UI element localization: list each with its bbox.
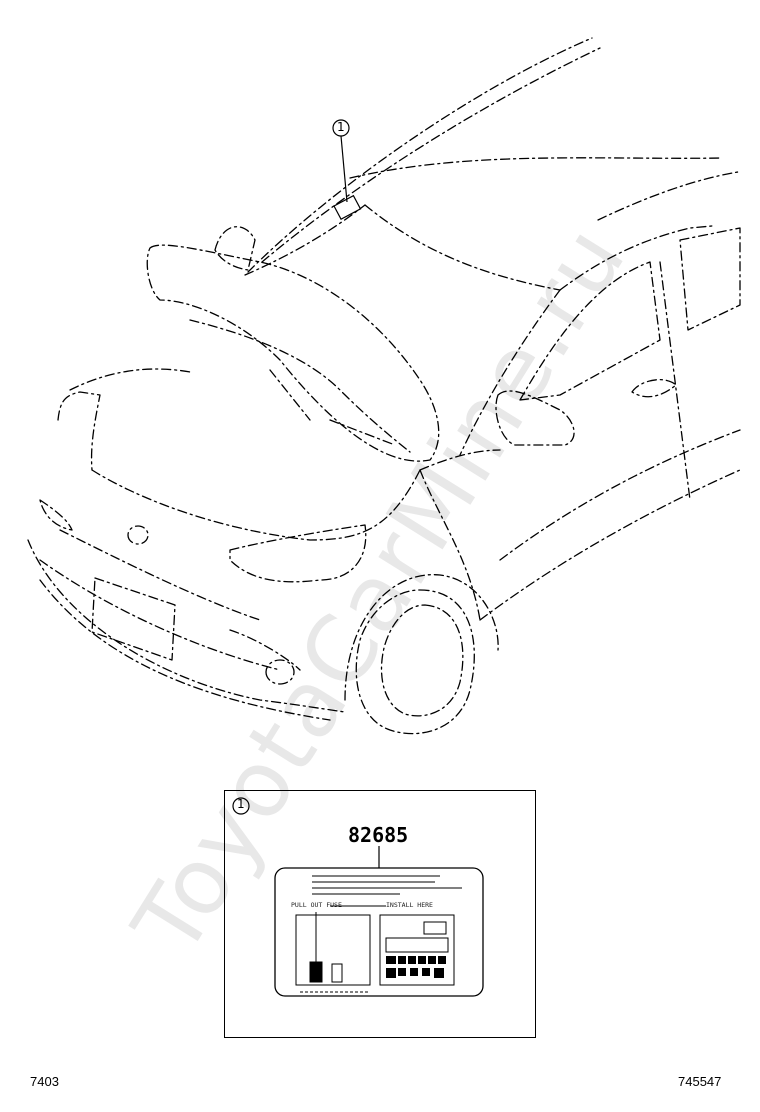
roof-side-line — [349, 157, 723, 179]
front-upper — [91, 469, 421, 541]
door-handle — [631, 379, 677, 398]
hood-strut-2 — [329, 419, 396, 446]
callout-inset-circle — [232, 797, 250, 815]
windshield-upper-edge — [364, 204, 561, 291]
rear-window — [679, 227, 741, 331]
hood-panel — [146, 244, 440, 462]
footer-left-code: 7403 — [30, 1074, 59, 1089]
label-left-panel — [295, 914, 371, 986]
fuse-label-illustration — [274, 867, 484, 997]
wheel-arch — [344, 574, 499, 701]
emblem — [127, 525, 149, 545]
lower-vent — [229, 629, 301, 671]
roof-line-outer — [247, 37, 593, 273]
windshield-label-marker — [333, 194, 362, 221]
detail-inset-box — [224, 790, 536, 1038]
front-bumper — [27, 539, 346, 713]
door-line — [659, 261, 691, 501]
grille-upper — [59, 529, 261, 621]
roof-rear-line — [597, 171, 739, 221]
hood-inner — [189, 319, 411, 453]
grille-lower — [39, 559, 281, 671]
door-frame — [559, 225, 713, 291]
engine-bay-edge — [69, 368, 191, 391]
label-right-panel — [379, 914, 455, 986]
windshield-left-edge — [244, 204, 366, 276]
tire-inner — [380, 604, 464, 717]
headlight-right — [229, 524, 367, 583]
side-mirror-left — [214, 226, 256, 271]
door-window — [519, 261, 661, 401]
bumper-lower — [39, 579, 331, 721]
part-number: 82685 — [348, 823, 409, 847]
license-plate — [91, 577, 176, 661]
label-right-text: INSTALL HERE — [386, 901, 433, 909]
body-side-mid — [499, 429, 741, 561]
roof-line-inner — [261, 47, 601, 263]
headlight-left — [39, 499, 73, 531]
side-mirror-right — [495, 390, 575, 446]
callout-inset-number: 1 — [237, 797, 245, 811]
fog-light — [265, 659, 295, 685]
label-left-text: PULL OUT FUSE — [291, 901, 342, 909]
fender-left — [57, 391, 101, 471]
hood-strut — [269, 369, 311, 421]
label-outline — [274, 867, 484, 997]
fender-right — [419, 469, 481, 621]
footer-right-code: 745547 — [678, 1074, 722, 1089]
callout-top-leader — [340, 135, 348, 203]
tire-outer — [355, 589, 475, 735]
body-side-lower — [479, 469, 741, 621]
callout-top-number: 1 — [337, 120, 345, 134]
a-pillar — [459, 289, 561, 456]
cowl — [419, 449, 501, 471]
